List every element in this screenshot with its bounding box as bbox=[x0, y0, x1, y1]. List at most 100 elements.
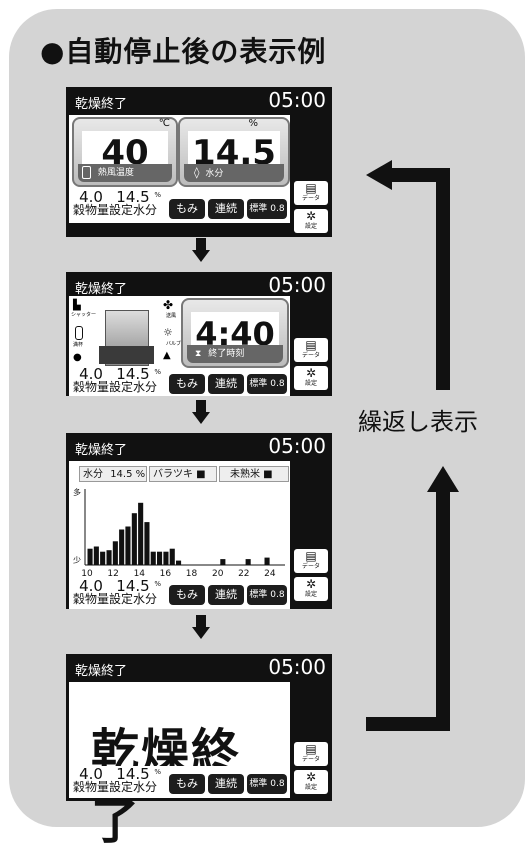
screen-title: 乾燥終了 bbox=[75, 97, 128, 112]
histogram-bar bbox=[100, 551, 106, 565]
x-tick-label: 18 bbox=[186, 569, 198, 579]
histogram-bar bbox=[125, 526, 131, 565]
bottom-bar: 4.0 穀物量 % 14.5 設定水分 もみ 連続 標準 0.8 bbox=[69, 187, 290, 223]
set-moisture-label: 設定水分 bbox=[109, 203, 158, 217]
set-moisture-unit: % bbox=[154, 191, 162, 199]
top-bar: 乾燥終了 05:00 bbox=[66, 654, 332, 682]
moisture-footer: ◊ 水分 bbox=[184, 164, 284, 182]
moisture-label: 水分 bbox=[205, 169, 224, 179]
standard-button[interactable]: 標準 0.8 bbox=[247, 199, 287, 219]
document-icon: ▤ bbox=[305, 549, 317, 563]
immature-cell: 未熟米 ■ bbox=[219, 466, 289, 482]
standard-button[interactable]: 標準 0.8 bbox=[247, 374, 287, 394]
clock: 05:00 bbox=[268, 434, 326, 458]
histogram-bar bbox=[106, 550, 112, 565]
data-label: データ bbox=[301, 195, 320, 202]
gear-icon: ✲ bbox=[305, 366, 317, 380]
standard-button[interactable]: 標準 0.8 bbox=[247, 774, 287, 794]
top-bar: 乾燥終了 05:00 bbox=[66, 433, 332, 461]
y-label-low: 少 bbox=[73, 556, 81, 565]
x-tick-label: 12 bbox=[107, 569, 118, 579]
loop-arrow-shaft-lower bbox=[436, 490, 450, 731]
histogram-bar bbox=[150, 551, 156, 565]
data-label: データ bbox=[301, 352, 320, 359]
settings-button[interactable]: ✲設定 bbox=[294, 770, 328, 794]
continuous-button[interactable]: 連続 bbox=[208, 774, 244, 794]
grain-value: 4.0 bbox=[79, 765, 103, 783]
end-time-label: 終了時刻 bbox=[208, 349, 245, 359]
set-moisture-label: 設定水分 bbox=[109, 780, 158, 794]
loop-arrow-bottom bbox=[366, 717, 450, 731]
main-area: 乾燥終了 bbox=[69, 682, 290, 850]
gear-icon: ✲ bbox=[305, 577, 317, 591]
moisture-cell-label: 水分 bbox=[83, 469, 103, 480]
settings-button[interactable]: ✲設定 bbox=[294, 209, 328, 233]
standard-button[interactable]: 標準 0.8 bbox=[247, 585, 287, 605]
down-arrow bbox=[196, 238, 206, 252]
bottom-bar: 4.0 穀物量 % 14.5 設定水分 もみ 連続 標準 0.8 bbox=[69, 579, 290, 609]
gear-icon: ✲ bbox=[305, 209, 317, 223]
settings-label: 設定 bbox=[304, 380, 317, 387]
down-arrow bbox=[196, 615, 206, 629]
end-time-card: 4:40 ⧗ 終了時刻 bbox=[181, 298, 289, 368]
settings-label: 設定 bbox=[304, 591, 317, 598]
settings-button[interactable]: ✲設定 bbox=[294, 366, 328, 390]
set-moisture-unit: % bbox=[154, 768, 162, 776]
main-area: ℃ 40 熱風温度 % 14.5 ◊ 水分 bbox=[69, 115, 290, 187]
level-icon bbox=[75, 326, 83, 340]
data-button[interactable]: ▤データ bbox=[294, 742, 328, 766]
settings-label: 設定 bbox=[304, 223, 317, 230]
data-label: データ bbox=[301, 756, 320, 763]
thermometer-icon bbox=[82, 166, 91, 179]
momi-button[interactable]: もみ bbox=[169, 774, 205, 794]
repeat-display-label: 繰返し表示 bbox=[358, 408, 478, 436]
momi-button[interactable]: もみ bbox=[169, 374, 205, 394]
main-area: ▙ シャッター ✤ 送風 満杯 ☼ バルブ ● ▲ 4:40 ⧗ 終了時刻 bbox=[69, 296, 290, 368]
x-tick-label: 10 bbox=[81, 569, 93, 579]
clock: 05:00 bbox=[268, 88, 326, 112]
momi-button[interactable]: もみ bbox=[169, 199, 205, 219]
momi-button[interactable]: もみ bbox=[169, 585, 205, 605]
y-label-high: 多 bbox=[73, 487, 81, 497]
settings-label: 設定 bbox=[304, 784, 317, 791]
blower-label: 送風 bbox=[166, 313, 177, 319]
document-icon: ▤ bbox=[305, 181, 317, 195]
settings-button[interactable]: ✲設定 bbox=[294, 577, 328, 601]
x-tick-label: 20 bbox=[212, 569, 224, 579]
continuous-button[interactable]: 連続 bbox=[208, 374, 244, 394]
histogram-bar bbox=[87, 548, 93, 565]
set-moisture-value: 14.5 bbox=[116, 765, 150, 783]
screen-machine-time: 乾燥終了 05:00 ▙ シャッター ✤ 送風 満杯 ☼ バルブ ● ▲ 4:4… bbox=[66, 272, 332, 396]
temperature-label: 熱風温度 bbox=[97, 168, 134, 178]
continuous-button[interactable]: 連続 bbox=[208, 199, 244, 219]
continuous-button[interactable]: 連続 bbox=[208, 585, 244, 605]
moisture-cell: 水分 14.5 % bbox=[79, 466, 147, 482]
shutter-icon: ▙ bbox=[73, 300, 81, 311]
grain-amount: 4.0 穀物量 bbox=[73, 579, 109, 606]
hourglass-icon: ⧗ bbox=[195, 349, 202, 359]
level-label: 満杯 bbox=[73, 342, 84, 348]
clock: 05:00 bbox=[268, 273, 326, 297]
side-buttons: ▤データ ✲設定 bbox=[293, 549, 329, 605]
bottom-bar: 4.0 穀物量 % 14.5 設定水分 もみ 連続 標準 0.8 bbox=[69, 766, 290, 798]
grain-value: 4.0 bbox=[79, 188, 103, 206]
bottom-bar: 4.0 穀物量 % 14.5 設定水分 もみ 連続 標準 0.8 bbox=[69, 367, 290, 396]
data-button[interactable]: ▤データ bbox=[294, 549, 328, 573]
loop-arrow-top bbox=[390, 168, 450, 182]
histogram-bar bbox=[112, 541, 118, 565]
loop-arrow-shaft-upper bbox=[436, 168, 450, 390]
set-moisture: % 14.5 設定水分 bbox=[109, 190, 161, 217]
data-button[interactable]: ▤データ bbox=[294, 181, 328, 205]
x-tick-label: 14 bbox=[134, 569, 146, 579]
screen-title: 乾燥終了 bbox=[75, 443, 128, 458]
screen-title: 乾燥終了 bbox=[75, 282, 128, 297]
data-button[interactable]: ▤データ bbox=[294, 338, 328, 362]
end-time-footer: ⧗ 終了時刻 bbox=[187, 345, 283, 363]
histogram-bar bbox=[169, 548, 175, 565]
set-moisture: % 14.5 設定水分 bbox=[109, 579, 161, 606]
x-tick-label: 22 bbox=[238, 569, 249, 579]
page-heading: ●自動停止後の表示例 bbox=[40, 35, 327, 68]
